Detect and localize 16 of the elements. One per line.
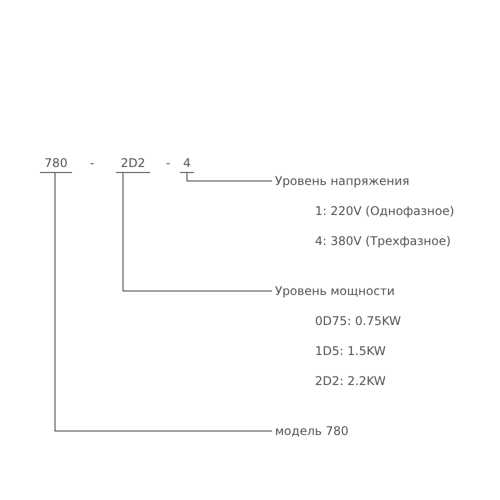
option-text: 4: 380V (Трехфазное) [315,234,451,248]
field-description: Уровень мощности [275,284,395,298]
field-description: модель 780 [275,424,349,438]
code-segment: 2D2 [116,156,150,173]
option-text: 0D75: 0.75KW [315,314,402,328]
leader-line [54,172,272,432]
separator-dash: - [166,156,170,170]
field-description: Уровень напряжения [275,174,410,188]
leader-line [186,172,272,182]
option-text: 1D5: 1.5KW [315,344,386,358]
separator-dash: - [90,156,94,170]
leader-line [122,172,272,292]
code-segment: 780 [40,156,72,173]
option-text: 1: 220V (Однофазное) [315,204,454,218]
option-text: 2D2: 2.2KW [315,374,386,388]
code-segment: 4 [180,156,194,173]
